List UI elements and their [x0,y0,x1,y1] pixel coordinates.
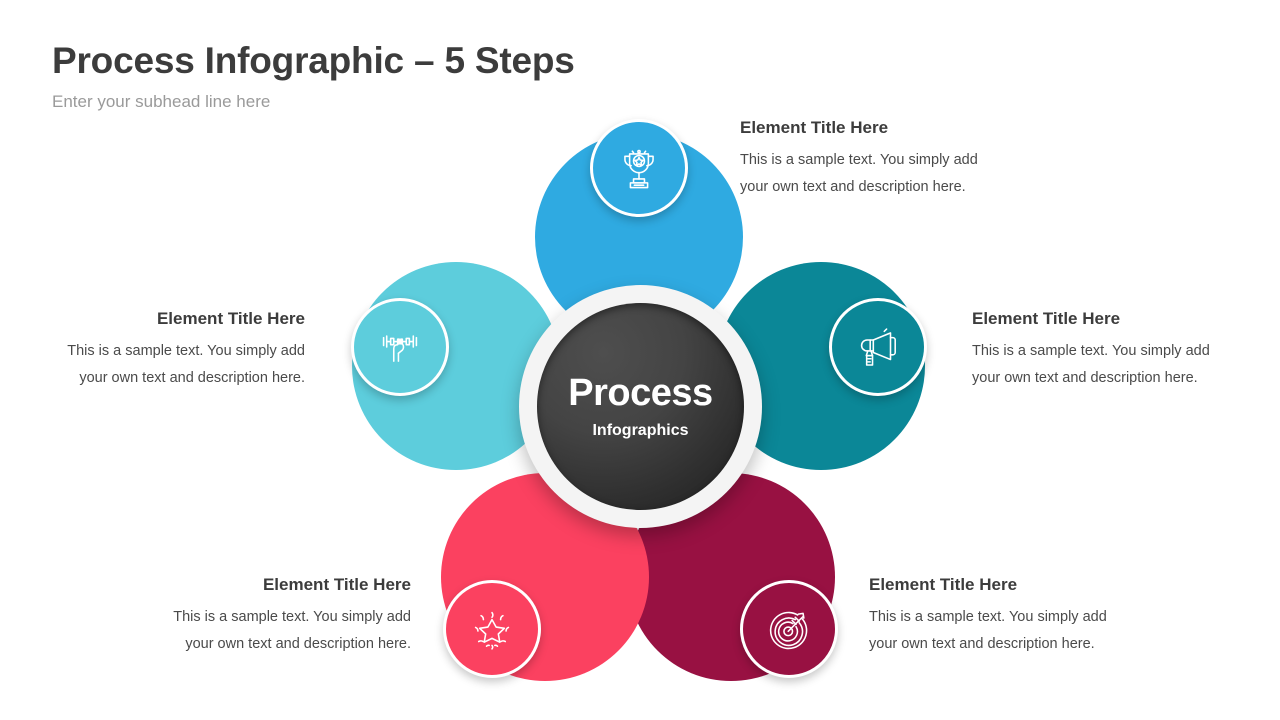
megaphone-icon [860,328,896,366]
icon-bubble-step-2[interactable] [829,298,927,396]
page-subtitle: Enter your subhead line here [52,92,271,111]
dumbbell-hand-icon [382,335,418,362]
element-description-line-2: your own text and description here. [79,369,305,386]
text-block-step-2: Element Title Here This is a sample text… [972,309,1262,392]
element-description-line-2: your own text and description here. [972,369,1198,386]
element-description-line-2: your own text and description here. [869,635,1095,652]
icon-bubble-step-5[interactable] [351,298,449,396]
text-block-step-3: Element Title Here This is a sample text… [869,575,1159,658]
center-hub[interactable]: Process Infographics [519,285,762,528]
element-title: Element Title Here [869,575,1018,594]
element-description-line-2: your own text and description here. [740,178,966,195]
element-title: Element Title Here [740,118,889,137]
element-description-line-1: This is a sample text. You simply add [972,343,1210,359]
element-title: Element Title Here [262,575,411,594]
trophy-icon [624,149,654,189]
icon-bubble-step-3[interactable] [740,580,838,678]
center-hub-title: Process [568,371,713,414]
sparkling-star-icon [474,611,510,650]
page-header: Process Infographic – 5 Steps Enter your… [52,40,575,112]
icon-bubble-step-1[interactable] [590,119,688,217]
text-block-step-1: Element Title Here This is a sample text… [740,118,1030,201]
text-block-step-4: Element Title Here This is a sample text… [121,575,411,658]
element-title: Element Title Here [156,309,305,328]
element-description-line-2: your own text and description here. [185,635,411,652]
element-title: Element Title Here [972,309,1121,328]
icon-bubble-step-4[interactable] [443,580,541,678]
center-hub-core: Process Infographics [537,303,744,510]
element-description-line-1: This is a sample text. You simply add [67,343,305,359]
element-description-line-1: This is a sample text. You simply add [869,609,1107,625]
target-arrow-icon [769,611,808,650]
text-block-step-5: Element Title Here This is a sample text… [15,309,305,392]
page-title: Process Infographic – 5 Steps [52,40,575,81]
element-description-line-1: This is a sample text. You simply add [740,152,978,168]
element-description-line-1: This is a sample text. You simply add [173,609,411,625]
center-hub-subtitle: Infographics [592,421,689,439]
